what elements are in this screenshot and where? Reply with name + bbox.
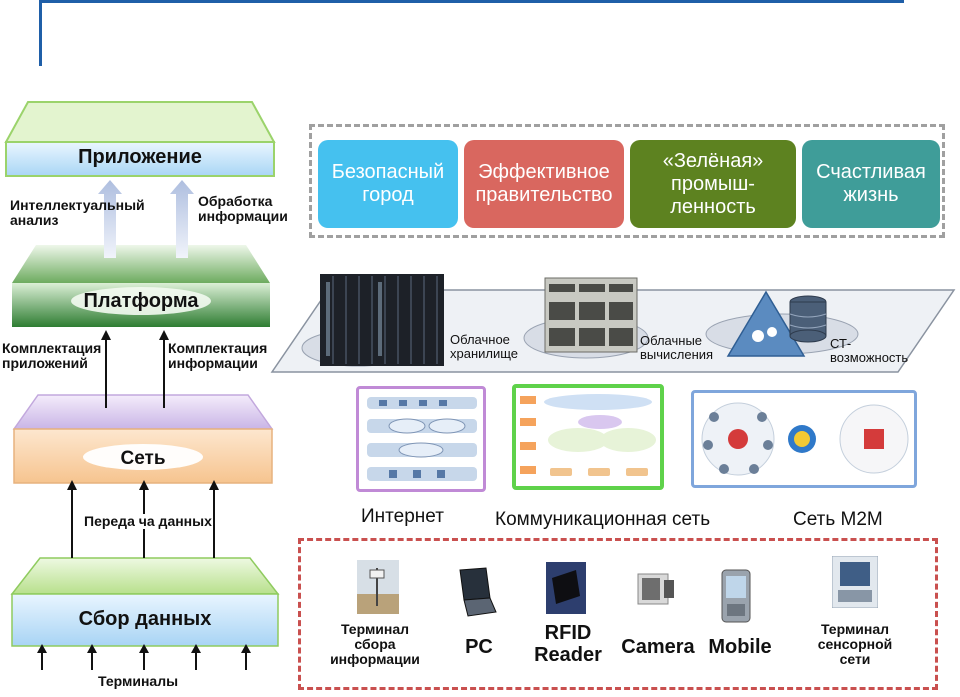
pda-icon	[721, 569, 751, 623]
terminal-sensor-network-label: Терминал сенсорной сети	[817, 621, 893, 668]
header-left-line	[39, 0, 42, 66]
m2m-network-picture	[691, 390, 917, 488]
laptop-icon	[459, 567, 497, 617]
terminals-panel	[298, 538, 938, 690]
layer-collection-label: Сбор данных	[78, 608, 212, 630]
info-processing-label: Обработка информации	[198, 193, 288, 225]
layer-application	[4, 101, 276, 177]
complect-apps-label: Комплектация приложений	[2, 340, 102, 372]
layer-platform	[12, 245, 270, 327]
thick-arrows	[98, 180, 194, 258]
terminal-arrows	[37, 644, 251, 670]
thin-arrows-network	[67, 480, 219, 558]
communication-network-picture	[512, 384, 664, 490]
complect-info-label: Комплектация информации	[168, 340, 268, 372]
applications-panel	[309, 124, 945, 238]
internet-label: Интернет	[361, 506, 444, 527]
terminal-camera-label: Camera	[621, 636, 695, 658]
storage-rack-icon	[320, 274, 444, 366]
rfid-reader-icon	[546, 562, 586, 614]
layer-network-label: Сеть	[120, 448, 166, 469]
computing-cabinet-icon	[544, 277, 638, 353]
app-tile-safe-city: Безопасный город	[318, 140, 458, 228]
layer-platform-label: Платформа	[83, 290, 199, 312]
cloud-storage-label: Облачное хранилище	[450, 332, 519, 362]
terminal-rfid-label: RFID Reader	[534, 622, 602, 666]
sensor-terminal-icon	[832, 556, 878, 608]
cloud-computing-label: Облачные вычисления	[640, 333, 714, 363]
thin-arrows-platform	[101, 330, 169, 408]
communication-network-label: Коммуникационная сеть	[495, 509, 711, 530]
app-tile-green-industry: «Зелёная» промыш- ленность	[630, 140, 796, 228]
layer-application-label: Приложение	[78, 146, 202, 168]
data-transfer-label: Переда ча данных	[84, 513, 212, 530]
internet-network-picture	[356, 386, 486, 492]
ct-capability-icon	[726, 290, 827, 357]
ct-capability-label: СТ- возможность	[830, 336, 909, 366]
terminals-label: Терминалы	[98, 673, 179, 689]
camera-icon	[637, 573, 674, 605]
terminal-mobile-label: Mobile	[708, 636, 772, 658]
weather-station-icon	[357, 560, 399, 614]
app-tile-efficient-government: Эффективное правительство	[464, 140, 624, 228]
layer-network	[12, 394, 274, 484]
app-tile-happy-life: Счастливая жизнь	[802, 140, 940, 228]
header-top-line	[40, 0, 904, 3]
terminal-pc-label: PC	[465, 636, 493, 658]
m2m-network-label: Сеть M2M	[793, 509, 883, 530]
layer-collection	[10, 557, 280, 647]
terminal-info-collection-label: Терминал сбора информации	[330, 621, 420, 668]
intel-analysis-label: Интеллектуальный анализ	[10, 197, 145, 229]
